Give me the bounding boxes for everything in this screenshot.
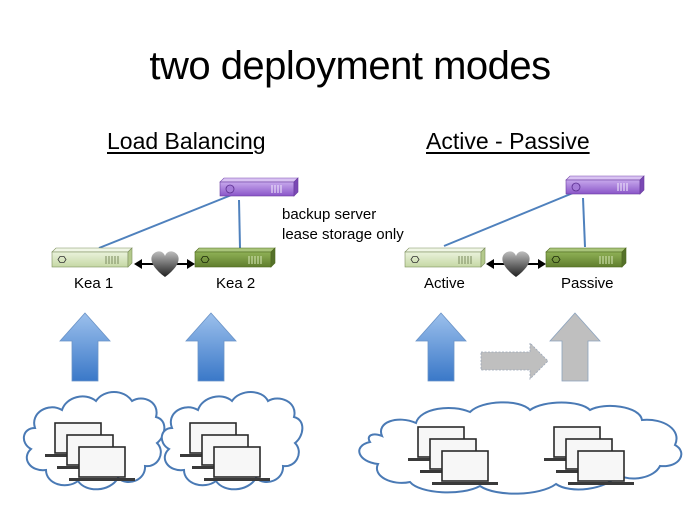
server-active-icon — [404, 247, 486, 268]
laptop-stack-icon — [45, 422, 135, 481]
laptop-stack-icon — [180, 422, 270, 481]
laptop-icon — [69, 446, 135, 481]
traffic-up-arrow-icon — [185, 312, 237, 382]
laptop-icon — [432, 450, 498, 485]
server-label-kea-2: Kea 2 — [216, 275, 256, 292]
laptop-icon — [568, 450, 634, 485]
backup-server-icon — [565, 175, 645, 195]
server-label-kea-1: Kea 1 — [74, 275, 114, 292]
section-heading-active-passive: Active - Passive — [426, 128, 590, 154]
server-kea-2-icon — [194, 247, 276, 268]
slide-title: two deployment modes — [149, 44, 551, 88]
heart-icon — [502, 251, 530, 277]
server-label-active: Active — [424, 275, 465, 292]
heart-icon — [151, 251, 179, 277]
traffic-up-arrow-icon — [415, 312, 467, 382]
inactive-up-arrow-icon — [549, 312, 601, 382]
laptop-icon — [204, 446, 270, 481]
client-cloud-icon — [358, 401, 683, 495]
failover-arrow-icon — [480, 342, 549, 380]
link-line — [443, 192, 574, 247]
server-label-passive: Passive — [561, 275, 614, 292]
backup-server-icon — [219, 177, 299, 197]
link-line — [98, 193, 235, 249]
laptop-stack-icon — [544, 426, 634, 485]
traffic-up-arrow-icon — [59, 312, 111, 382]
laptop-stack-icon — [408, 426, 498, 485]
backup-note-line-1: backup server — [282, 206, 377, 223]
link-line — [238, 199, 241, 249]
link-line — [582, 197, 586, 248]
server-passive-icon — [545, 247, 627, 268]
server-kea-1-icon — [51, 247, 133, 268]
backup-note-line-2: lease storage only — [282, 226, 404, 243]
section-heading-load-balancing: Load Balancing — [107, 128, 266, 154]
